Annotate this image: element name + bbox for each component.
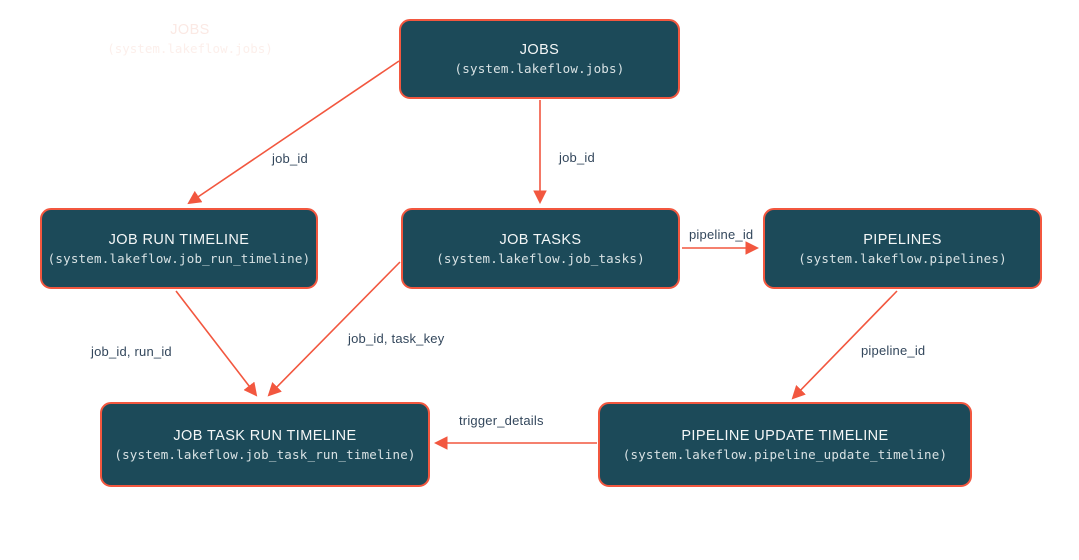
edge-label-job-id-run-id: job_id, run_id — [91, 344, 172, 359]
node-title: JOB RUN TIMELINE — [108, 231, 250, 248]
edge-jobs-to-job-run-timeline — [187, 60, 400, 205]
node-subtitle: (system.lakeflow.job_tasks) — [436, 250, 645, 266]
node-job-tasks: JOB TASKS (system.lakeflow.job_tasks) — [401, 208, 680, 289]
node-subtitle: (system.lakeflow.job_task_run_timeline) — [114, 446, 416, 462]
ghost-node-subtitle: (system.lakeflow.jobs) — [107, 41, 273, 56]
node-subtitle: (system.lakeflow.job_run_timeline) — [47, 250, 311, 266]
node-title: JOB TASKS — [499, 231, 582, 248]
node-job-task-run-timeline: JOB TASK RUN TIMELINE (system.lakeflow.j… — [100, 402, 430, 487]
node-title: PIPELINES — [863, 231, 942, 248]
edge-label-job-id-1: job_id — [272, 151, 308, 166]
node-pipeline-update-timeline: PIPELINE UPDATE TIMELINE (system.lakeflo… — [598, 402, 972, 487]
node-subtitle: (system.lakeflow.pipelines) — [798, 250, 1007, 266]
node-title: JOBS — [519, 42, 560, 58]
ghost-jobs-watermark: JOBS (system.lakeflow.jobs) — [100, 22, 280, 56]
node-title: JOB TASK RUN TIMELINE — [173, 427, 357, 444]
node-subtitle: (system.lakeflow.jobs) — [454, 61, 625, 76]
edge-label-pipeline-id-2: pipeline_id — [861, 343, 926, 358]
edge-label-pipeline-id-1: pipeline_id — [689, 227, 754, 242]
node-subtitle: (system.lakeflow.pipeline_update_timelin… — [622, 446, 948, 462]
ghost-node-title: JOBS — [170, 22, 210, 38]
edge-label-trigger-details: trigger_details — [459, 413, 544, 428]
node-title: PIPELINE UPDATE TIMELINE — [681, 427, 889, 444]
edge-label-job-id-2: job_id — [559, 150, 595, 165]
edge-job-run-timeline-to-job-task-run-timeline — [175, 290, 258, 397]
node-job-run-timeline: JOB RUN TIMELINE (system.lakeflow.job_ru… — [40, 208, 318, 289]
edge-label-job-id-task-key: job_id, task_key — [348, 331, 445, 346]
node-pipelines: PIPELINES (system.lakeflow.pipelines) — [763, 208, 1042, 289]
node-jobs: JOBS (system.lakeflow.jobs) — [399, 19, 680, 99]
